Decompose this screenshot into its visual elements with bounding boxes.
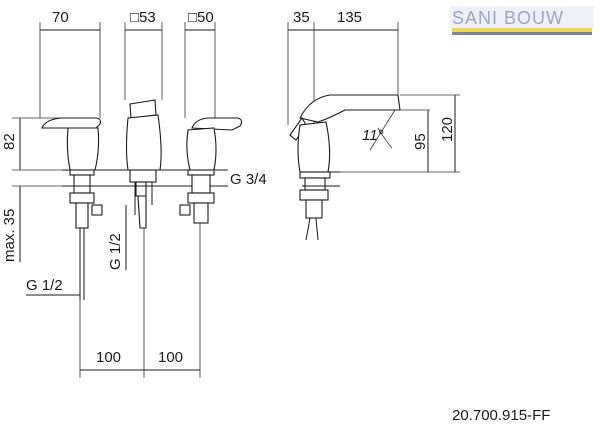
left-handle	[41, 117, 103, 300]
dim-g-half-left: G 1/2	[26, 277, 63, 294]
dim-70: 70	[52, 9, 69, 26]
dim-g-half-center: G 1/2	[107, 233, 124, 270]
dim-max-35: max. 35	[1, 209, 18, 262]
dim-100-left: 100	[96, 349, 121, 366]
dim-82: 82	[1, 133, 18, 150]
left-dimensions: 82 max. 35 G 1/2 G 1/2	[1, 117, 127, 296]
dim-angle-11: 11°	[362, 127, 384, 144]
dim-square-53: □53	[130, 9, 156, 26]
brand-text: SANI BOUW	[452, 8, 564, 28]
dim-95: 95	[412, 133, 429, 150]
dim-square-50: □50	[188, 9, 214, 26]
side-view	[289, 94, 401, 241]
right-handle	[179, 117, 243, 224]
dim-g-three-quarter: G 3/4	[230, 171, 267, 188]
center-spout	[125, 99, 162, 229]
bottom-dimensions: 100 100	[79, 223, 201, 378]
right-dimensions: 95 120	[340, 94, 460, 173]
brand-logo: SANI BOUW	[450, 6, 594, 35]
product-code: 20.700.915-FF	[452, 407, 550, 424]
dim-100-right: 100	[158, 349, 183, 366]
dim-35: 35	[293, 9, 310, 26]
angle-indicator: 11°	[362, 109, 396, 151]
dim-135: 135	[337, 9, 362, 26]
dim-120: 120	[439, 117, 456, 142]
